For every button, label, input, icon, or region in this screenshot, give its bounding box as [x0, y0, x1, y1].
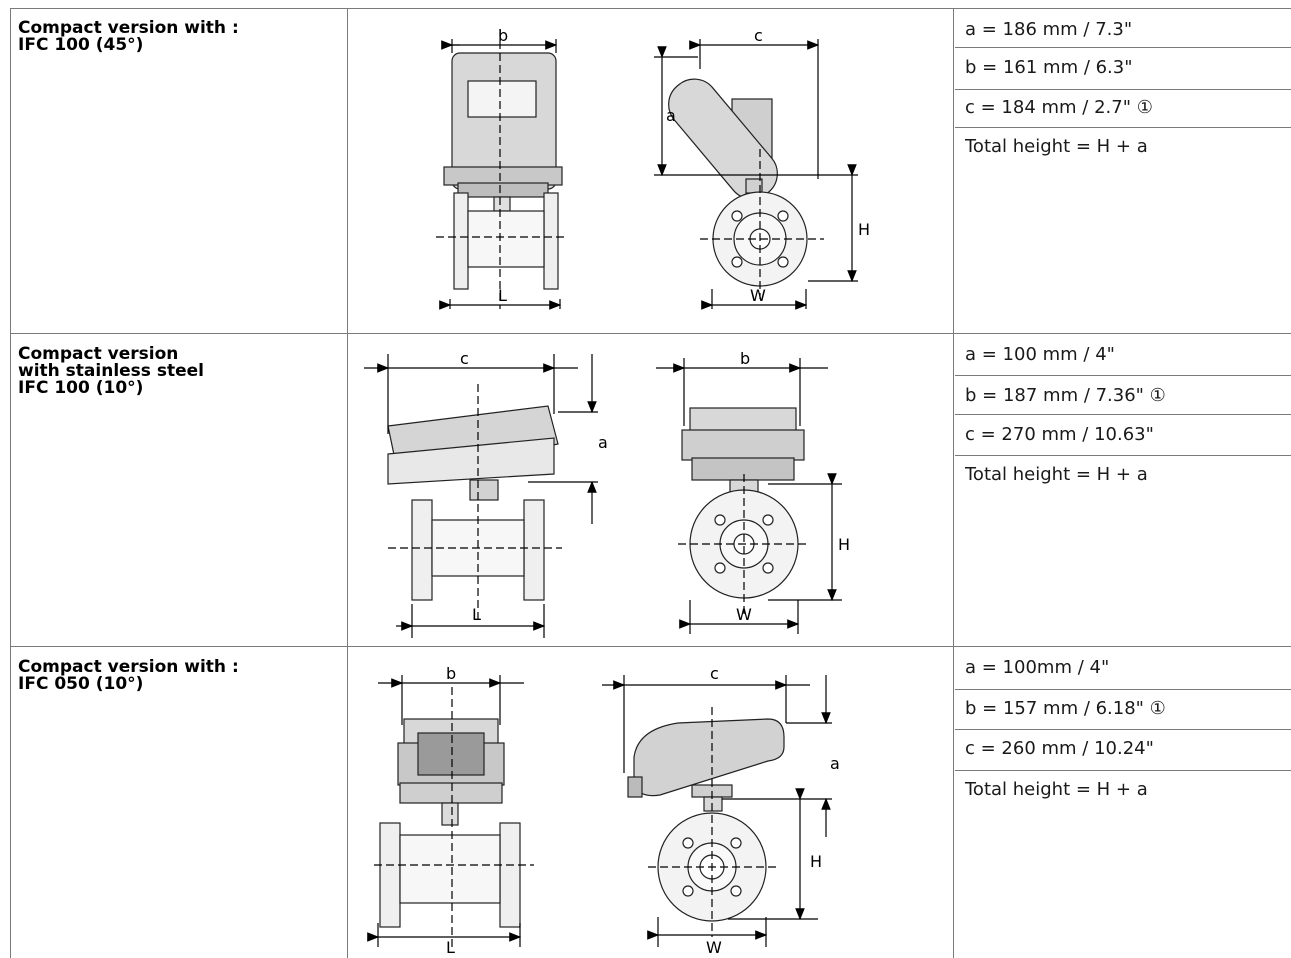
row-3-spec-a: a = 100mm / 4"	[965, 657, 1110, 678]
row-3-dim-c: c	[710, 664, 719, 683]
row-3-spec-b: b = 157 mm / 6.18" ①	[965, 698, 1166, 719]
row-1-spec-c: c = 184 mm / 2.7" ①	[965, 97, 1153, 118]
row-2-dim-L: L	[472, 605, 481, 624]
row-2-dim-c: c	[460, 349, 469, 368]
row-2-spec-a: a = 100 mm / 4"	[965, 344, 1115, 365]
row-3-label: Compact version with : IFC 050 (10°)	[18, 659, 239, 693]
row-2-front-view	[681, 407, 805, 599]
row-1-dim-L: L	[498, 286, 507, 305]
row-1-label-line-1: Compact version with :	[18, 18, 239, 38]
row-1-drawing: b L c a H W	[436, 26, 870, 310]
row-1-dim-H: H	[858, 220, 870, 239]
row-3-label-line-2: IFC 050 (10°)	[18, 674, 144, 694]
row-3-dim-W: W	[706, 938, 722, 957]
row-2-label-line-3: IFC 100 (10°)	[18, 378, 144, 398]
row-1-dim-a: a	[666, 106, 676, 125]
row-3-dim-H: H	[810, 852, 822, 871]
row-3-drawing: b L c a H W	[367, 664, 840, 957]
row-3-dim-a: a	[830, 754, 840, 773]
row-2-spec-c: c = 270 mm / 10.63"	[965, 424, 1154, 445]
row-2-label-line-1: Compact version	[18, 344, 179, 364]
row-2-dim-W: W	[736, 605, 752, 624]
row-1-spec-b: b = 161 mm / 6.3"	[965, 57, 1133, 78]
row-2-drawing: c a L b H W	[364, 349, 850, 638]
row-1-dim-W: W	[750, 286, 766, 305]
row-1-dim-b: b	[498, 26, 508, 45]
row-1-spec-a: a = 186 mm / 7.3"	[965, 19, 1133, 40]
row-2-dim-a: a	[598, 433, 608, 452]
row-2-label: Compact version with stainless steel IFC…	[18, 346, 204, 397]
row-3-label-line-1: Compact version with :	[18, 657, 239, 677]
row-2-dim-b: b	[740, 349, 750, 368]
row-1-spec-total: Total height = H + a	[965, 136, 1148, 157]
row-1-dim-c: c	[754, 26, 763, 45]
row-3-side-view	[627, 718, 785, 922]
row-1-front-view	[443, 52, 563, 290]
row-2-dim-H: H	[838, 535, 850, 554]
row-1-label-line-2: IFC 100 (45°)	[18, 35, 144, 55]
row-2-side-view	[387, 405, 559, 601]
row-2-label-line-2: with stainless steel	[18, 361, 204, 381]
row-1-label: Compact version with : IFC 100 (45°)	[18, 20, 239, 54]
row-3-front-view	[379, 718, 521, 928]
row-1-side-view	[668, 78, 808, 287]
row-3-dim-L: L	[446, 938, 455, 957]
row-2-spec-total: Total height = H + a	[965, 464, 1148, 485]
row-2-spec-b: b = 187 mm / 7.36" ①	[965, 385, 1166, 406]
row-3-spec-c: c = 260 mm / 10.24"	[965, 738, 1154, 759]
row-3-dim-b: b	[446, 664, 456, 683]
row-3-spec-total: Total height = H + a	[965, 779, 1148, 800]
